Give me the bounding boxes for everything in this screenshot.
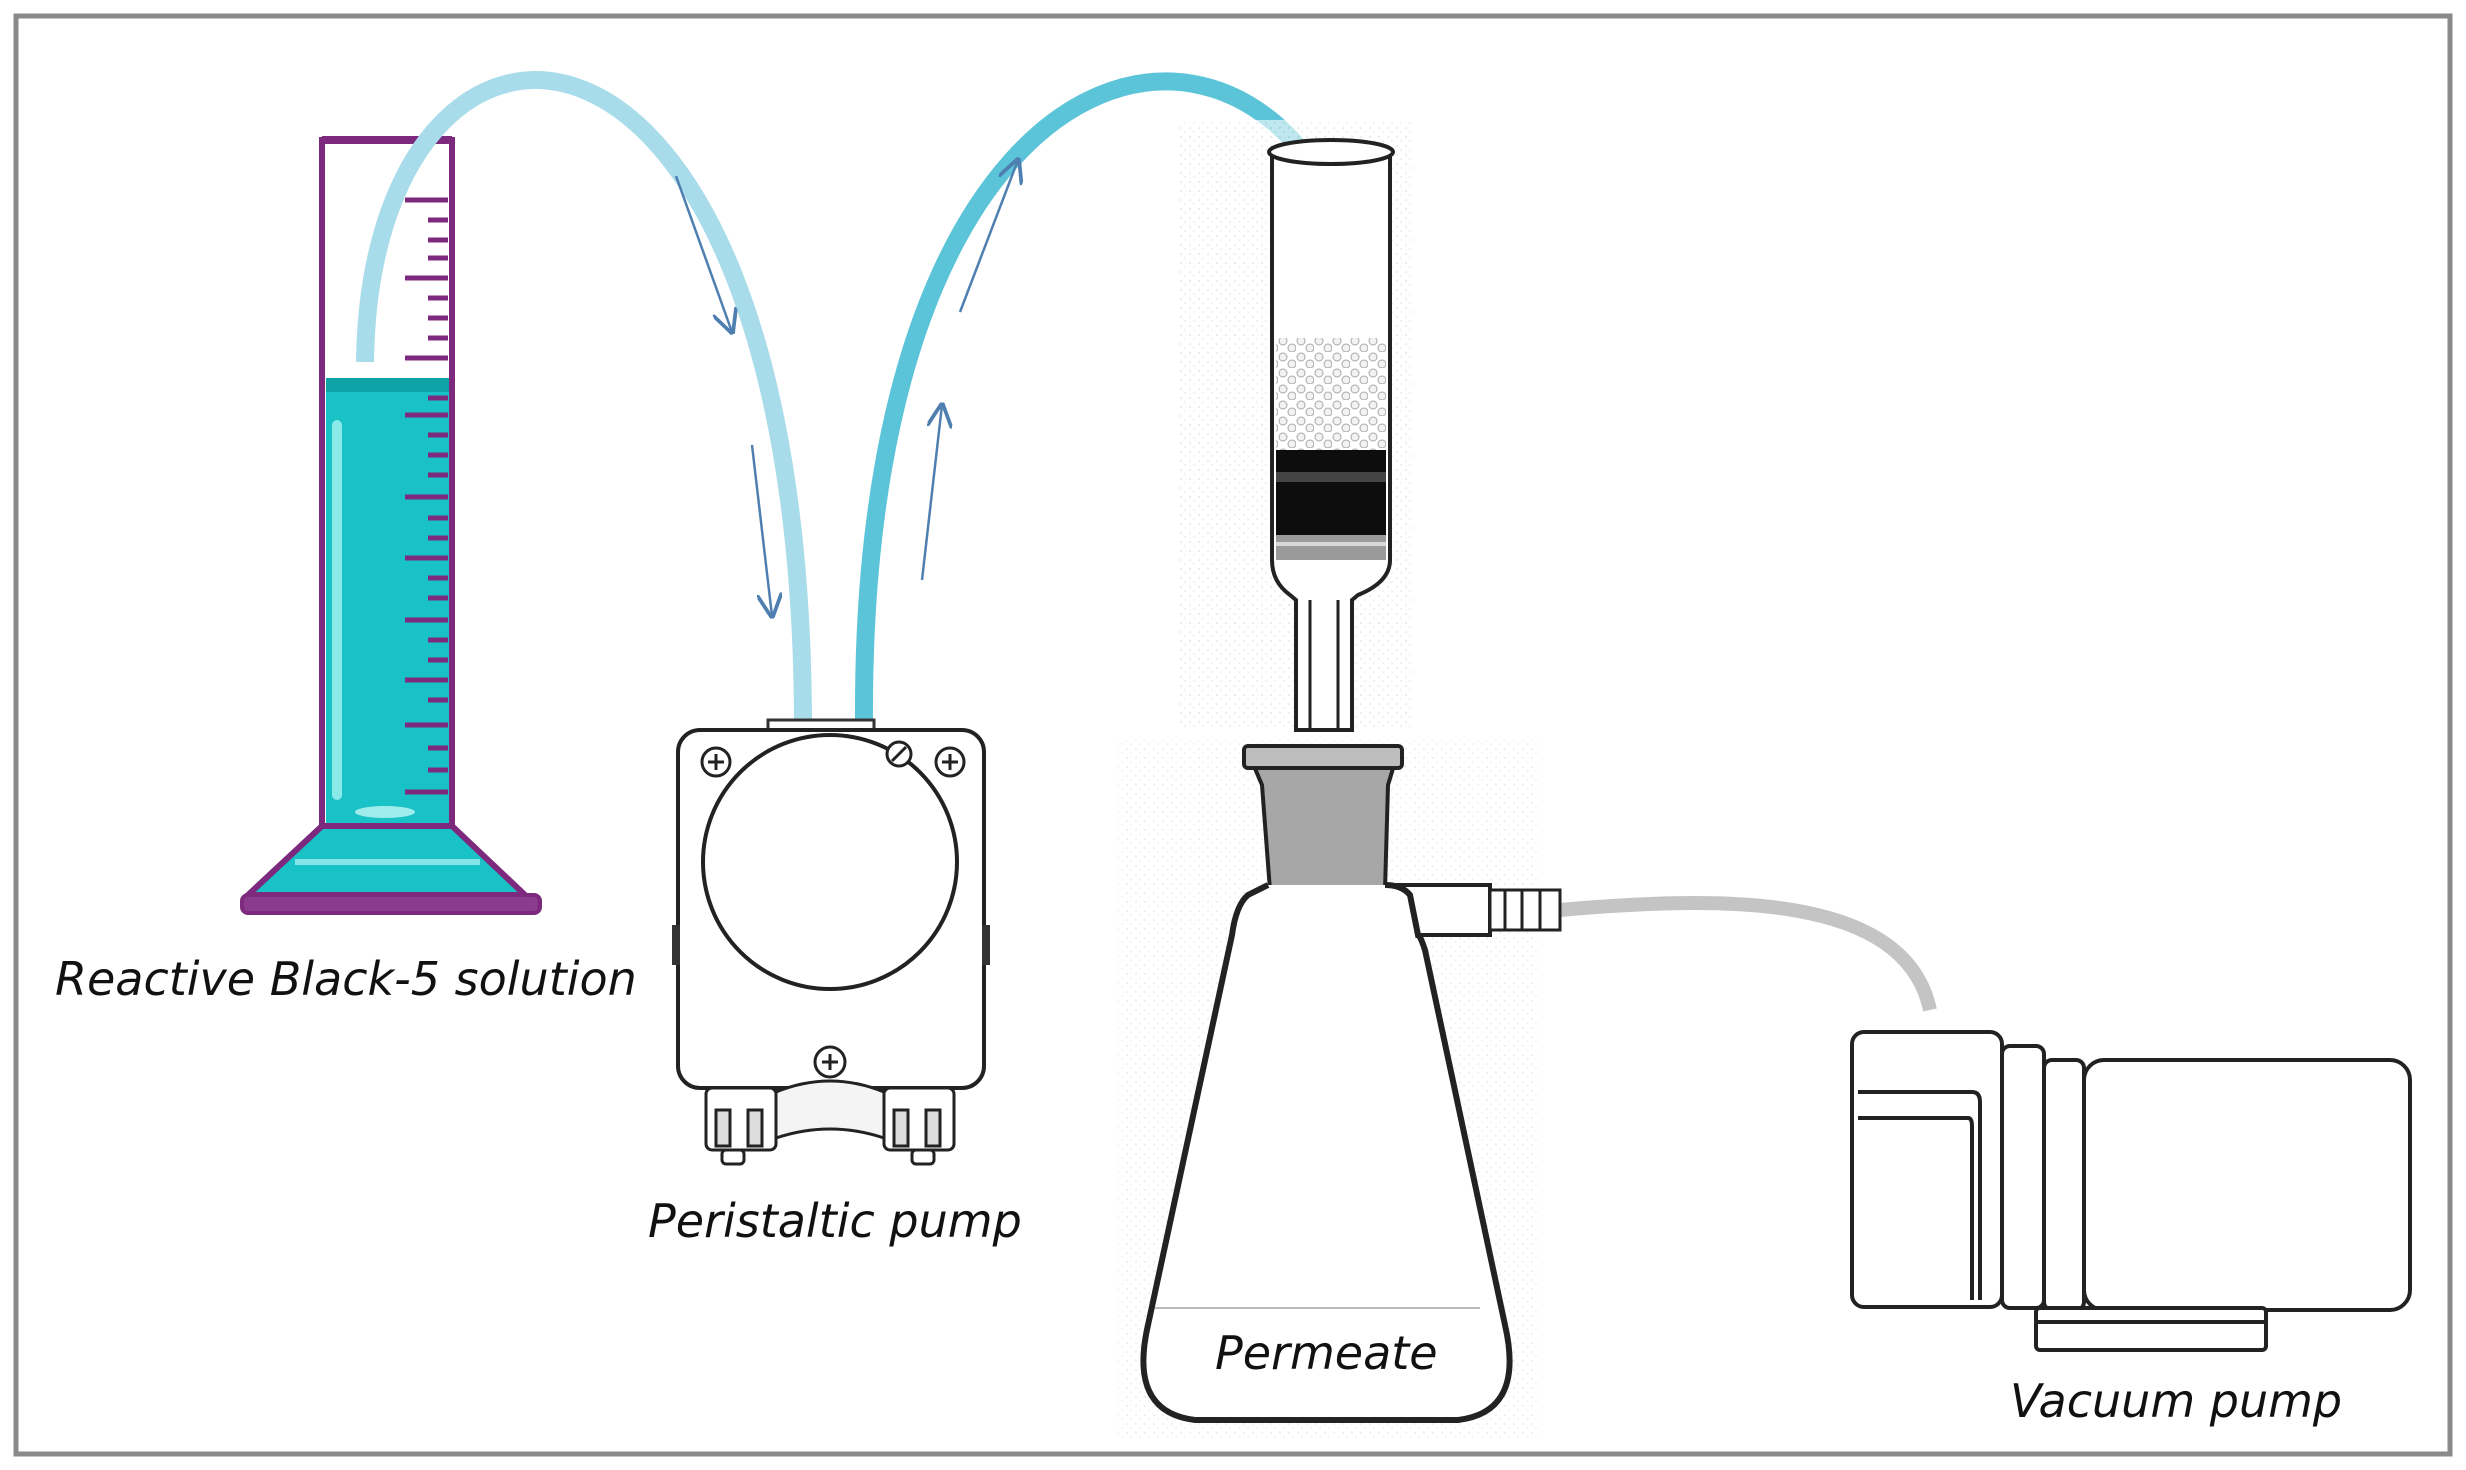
hose-barb: [1488, 888, 1562, 932]
inlet-tube: [356, 71, 812, 721]
peristaltic-pump-label: Peristaltic pump: [648, 1194, 1022, 1248]
solution-liquid: [326, 378, 449, 830]
vacuum-pump-base: [2034, 1306, 2268, 1352]
graduated-cylinder: [240, 136, 542, 915]
vacuum-pump: [1850, 1030, 2412, 1352]
flow-arrow-down-upper: [674, 175, 732, 332]
filter-flask: [1118, 740, 1562, 1440]
vacuum-pump-motor: [2082, 1058, 2412, 1312]
pump-fittings: [704, 1079, 956, 1166]
adsorbent-black-layer: [1276, 450, 1386, 535]
flow-arrow-up-lower: [920, 405, 942, 581]
pump-rotor-cover: [701, 733, 959, 991]
permeate-label: Permeate: [1215, 1326, 1438, 1380]
solution-label: Reactive Black-5 solution: [55, 952, 637, 1006]
filter-column: [1178, 120, 1412, 732]
graduation-marks: [405, 197, 448, 795]
vacuum-pump-label: Vacuum pump: [2010, 1374, 2343, 1428]
vacuum-hose: [1559, 896, 1937, 1012]
flask-body: [1140, 882, 1513, 1423]
pump-screws: [700, 740, 966, 1079]
flow-arrow-up-upper: [958, 160, 1018, 313]
flask-stopper: [1244, 750, 1401, 892]
frit: [1276, 535, 1386, 560]
flow-arrow-down-lower: [750, 444, 772, 616]
adsorbent-beads: [1276, 338, 1386, 450]
flow-arrows: [674, 160, 1018, 616]
peristaltic-pump: [672, 718, 990, 1166]
